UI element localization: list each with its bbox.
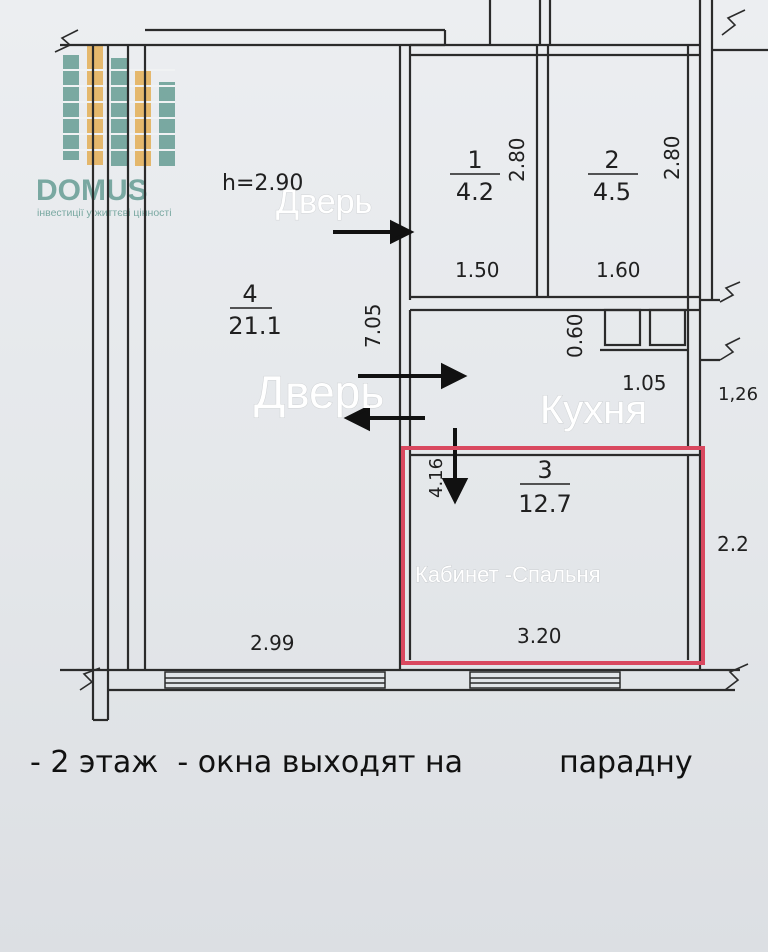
logo-brand-text: DOMUS [36,174,148,207]
dim-room3-side: 2.2 [717,532,749,556]
walls [60,0,768,722]
dim-hall-width: 1.05 [622,371,667,395]
room-3-area: 12.7 [518,490,571,518]
dim-room1-height: 2.80 [505,137,529,182]
dim-room3-depth: 4.16 [426,458,447,498]
kitchen-label: Кухня [540,388,647,432]
caption-right-text: парадну [559,745,693,780]
window-room-3 [469,671,621,689]
arrow-down-icon [441,478,469,505]
dim-room2-width: 1.60 [596,258,641,282]
room-2-area: 4.5 [593,178,631,206]
room-4-number: 4 [242,280,257,308]
logo-building-2 [87,45,103,165]
caption-line: - 2 этаж - окна выходят на парадну [30,745,768,780]
ceiling-height-label: h=2.90 [222,171,303,196]
dim-room2-height: 2.80 [660,135,684,180]
room-4-area: 21.1 [228,312,281,340]
arrow-right-icon [441,362,468,390]
cabinet-bedroom-label: Кабинет -Спальня [415,562,601,587]
room-1-area: 4.2 [456,178,494,206]
caption-left-text: - 2 этаж - окна выходят на [30,745,464,780]
break-marks [54,9,749,691]
arrow-right-icon [390,219,415,245]
logo-tagline-text: інвестиції у життєві цінності [37,207,172,219]
logo-building-5 [159,82,175,166]
dim-room4-length: 7.05 [361,303,385,348]
door-label-middle: Дверь [254,366,384,418]
domus-logo: DOMUS інвестиції у життєві цінності [36,45,175,219]
windows [164,671,621,689]
room-3-number: 3 [537,456,552,484]
door-label-top: Дверь [276,183,372,221]
arrow-left-icon [343,404,370,432]
dim-outer-right: 1,26 [718,384,758,405]
dim-room4-width: 2.99 [250,631,295,655]
cabinet-highlight-frame [401,446,705,665]
room-2-number: 2 [604,146,619,174]
dim-room3-width: 3.20 [517,624,562,648]
dim-corridor-height: 0.60 [563,313,587,358]
dim-room1-width: 1.50 [455,258,500,282]
door-arrows [333,219,469,505]
window-room-4 [164,671,386,689]
room-1-number: 1 [467,146,482,174]
